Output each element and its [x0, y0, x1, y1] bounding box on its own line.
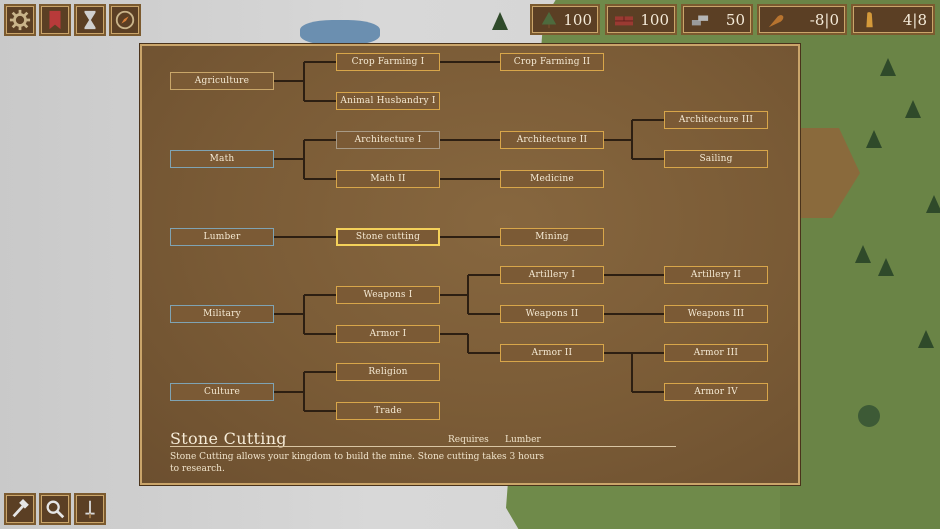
tech-crop-farming-2[interactable]: Crop Farming II [500, 53, 604, 71]
population-icon [866, 11, 873, 27]
terrain-grass-right [780, 0, 940, 529]
tech-detail-divider [170, 446, 676, 447]
tech-artillery-2[interactable]: Artillery II [664, 266, 768, 284]
tech-math-2[interactable]: Math II [336, 170, 440, 188]
tech-armor-1[interactable]: Armor I [336, 325, 440, 343]
bush [858, 405, 880, 427]
compass-button[interactable] [109, 4, 141, 36]
hammer-icon [12, 498, 29, 518]
terrain-water [300, 20, 380, 45]
tech-architecture-3[interactable]: Architecture III [664, 111, 768, 129]
tech-weapons-2[interactable]: Weapons II [500, 305, 604, 323]
resource-food: -8|0 [757, 4, 847, 35]
food-icon [768, 14, 784, 27]
resource-population: 4|8 [851, 4, 935, 35]
tech-detail-title: Stone Cutting [170, 429, 287, 448]
tech-armor-4[interactable]: Armor IV [664, 383, 768, 401]
stone-icon [691, 15, 709, 25]
tech-sailing[interactable]: Sailing [664, 150, 768, 168]
resource-food-value: -8|0 [809, 10, 839, 29]
tech-root-military[interactable]: Military [170, 305, 274, 323]
inspect-button[interactable] [39, 493, 71, 525]
settings-button[interactable] [4, 4, 36, 36]
hourglass-icon [84, 10, 96, 30]
compass-icon [115, 10, 135, 30]
tech-root-math[interactable]: Math [170, 150, 274, 168]
resource-wood-value: 100 [563, 10, 592, 29]
resource-brick: 100 [605, 4, 677, 35]
tech-requires-value: Lumber [505, 435, 541, 445]
brick-icon [615, 15, 633, 25]
tech-architecture-2[interactable]: Architecture II [500, 131, 604, 149]
resource-stone-value: 50 [725, 10, 745, 29]
tech-tree-connectors [274, 61, 664, 412]
resource-brick-value: 100 [640, 10, 669, 29]
tech-requires-label: Requires [448, 435, 489, 445]
banner-button[interactable] [39, 4, 71, 36]
tree-icon [541, 11, 557, 28]
tech-architecture-1[interactable]: Architecture I [336, 131, 440, 149]
tech-root-lumber[interactable]: Lumber [170, 228, 274, 246]
tech-detail-description: Stone Cutting allows your kingdom to bui… [170, 452, 545, 474]
tech-animal-husbandry-1[interactable]: Animal Husbandry I [336, 92, 440, 110]
sword-icon [85, 500, 95, 519]
sword-button[interactable] [74, 493, 106, 525]
tech-weapons-3[interactable]: Weapons III [664, 305, 768, 323]
tech-crop-farming-1[interactable]: Crop Farming I [336, 53, 440, 71]
tech-medicine[interactable]: Medicine [500, 170, 604, 188]
tech-weapons-1[interactable]: Weapons I [336, 286, 440, 304]
tech-religion[interactable]: Religion [336, 363, 440, 381]
tech-tree-panel: Agriculture Math Lumber Military Culture… [139, 43, 801, 486]
resource-population-value: 4|8 [902, 10, 927, 29]
tech-mining[interactable]: Mining [500, 228, 604, 246]
resource-wood: 100 [530, 4, 600, 35]
banner-icon [49, 10, 61, 30]
tech-root-culture[interactable]: Culture [170, 383, 274, 401]
build-button[interactable] [4, 493, 36, 525]
time-button[interactable] [74, 4, 106, 36]
tech-stone-cutting[interactable]: Stone cutting [336, 228, 440, 246]
magnifier-icon [46, 500, 65, 519]
gear-icon [9, 9, 31, 31]
tech-root-agriculture[interactable]: Agriculture [170, 72, 274, 90]
resource-stone: 50 [681, 4, 753, 35]
tech-artillery-1[interactable]: Artillery I [500, 266, 604, 284]
tech-trade[interactable]: Trade [336, 402, 440, 420]
tech-armor-2[interactable]: Armor II [500, 344, 604, 362]
tech-armor-3[interactable]: Armor III [664, 344, 768, 362]
